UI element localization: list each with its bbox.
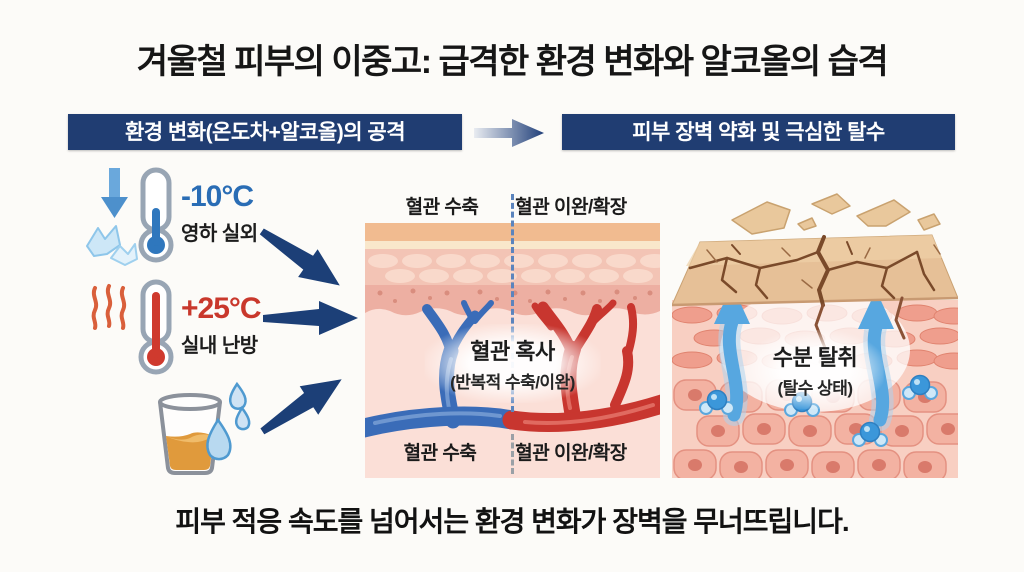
flow-right-arrow-icon [474, 119, 544, 147]
vessel-top-right-label: 혈관 이완/확장 [515, 197, 627, 218]
moisture-loss-title: 수분 탈취 [772, 345, 858, 370]
cause-arrow-down-right-icon [259, 228, 340, 286]
vessel-overwork-title: 혈관 혹사 [470, 339, 555, 364]
cause-heat: +25°C 실내 난방 [85, 278, 385, 383]
vessel-overwork-note: 혈관 혹사 (반복적 수축/이완) [424, 324, 601, 403]
cause-arrow-up-right-icon [260, 379, 342, 435]
page-title: 겨울철 피부의 이중고: 급격한 환경 변화와 알코올의 습격 [136, 43, 889, 81]
header-environment-attack: 환경 변화(온도차+알코올)의 공격 [68, 114, 462, 150]
divider-dashed-line-top [511, 194, 514, 412]
divider-dashed-line-bottom [511, 434, 514, 474]
skin-flake-icon [731, 193, 941, 235]
vessel-overwork-subtitle: (반복적 수축/이완) [450, 373, 575, 392]
cause-arrow-right-icon [263, 301, 358, 335]
footer-message: 피부 적응 속도를 넘어서는 환경 변화가 장벽을 무너뜨립니다. [175, 506, 849, 537]
cause-cold: -10°C 영하 실외 [85, 166, 385, 271]
vessel-bottom-left-label: 혈관 수축 [403, 443, 477, 464]
vessel-bottom-right-label: 혈관 이완/확장 [515, 443, 627, 464]
vessel-top-left-label: 혈관 수축 [405, 197, 479, 218]
hot-thermometer-icon [91, 279, 174, 375]
dehydration-diagram: 수분 탈취 (탈수 상태) [671, 190, 975, 483]
header-barrier-damage: 피부 장벽 약화 및 극심한 탈수 [562, 114, 955, 150]
heat-temperature-label: 실내 난방 [181, 335, 258, 357]
cold-temperature-label: 영하 실외 [181, 223, 258, 245]
moisture-loss-subtitle: (탈수 상태) [777, 379, 853, 398]
heat-temperature-value: +25°C [181, 292, 262, 325]
moisture-loss-note: 수분 탈취 (탈수 상태) [746, 330, 884, 409]
vessel-diagram: 혈관 수축 혈관 이완/확장 [365, 190, 660, 478]
alcohol-glass-icon [158, 381, 251, 475]
cold-thermometer-icon [86, 167, 174, 266]
cold-temperature-value: -10°C [181, 180, 254, 213]
